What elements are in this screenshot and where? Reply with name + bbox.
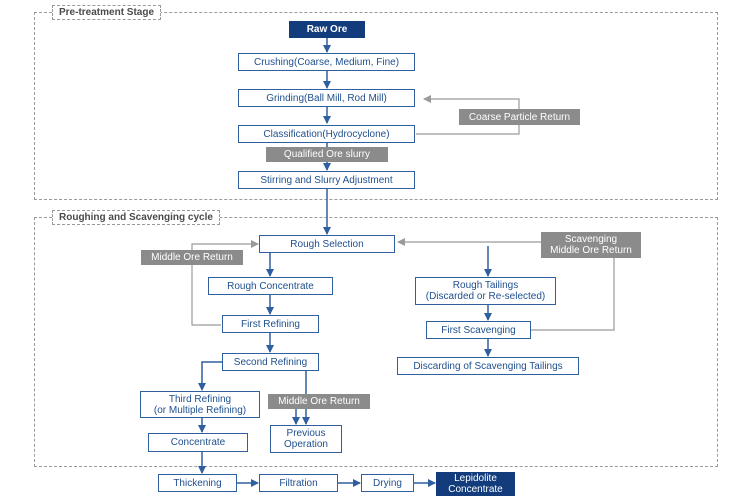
stirring-node: Stirring and Slurry Adjustment xyxy=(238,171,415,189)
drying-node: Drying xyxy=(361,474,414,492)
grinding-node: Grinding(Ball Mill, Rod Mill) xyxy=(238,89,415,107)
pretreatment-stage xyxy=(34,12,718,200)
previous-operation-node: Previous Operation xyxy=(270,425,342,453)
raw-ore-node: Raw Ore xyxy=(289,21,365,38)
filtration-node: Filtration xyxy=(259,474,338,492)
crushing-node: Crushing(Coarse, Medium, Fine) xyxy=(238,53,415,71)
scavenging-middle-ore-return-tag: Scavenging Middle Ore Return xyxy=(541,232,641,258)
classification-node: Classification(Hydrocyclone) xyxy=(238,125,415,143)
first-refining-node: First Refining xyxy=(222,315,319,333)
roughing-stage-label: Roughing and Scavenging cycle xyxy=(52,210,220,225)
rough-tailings-node: Rough Tailings (Discarded or Re-selected… xyxy=(415,277,556,305)
edge-second-third xyxy=(198,361,222,391)
second-refining-node: Second Refining xyxy=(222,353,319,371)
edge-scavenging-return xyxy=(397,238,615,331)
pretreatment-stage-label: Pre-treatment Stage xyxy=(52,5,162,20)
first-scavenging-node: First Scavenging xyxy=(426,321,531,339)
discarding-scavenging-tailings-node: Discarding of Scavenging Tailings xyxy=(397,357,579,375)
thickening-node: Thickening xyxy=(158,474,237,492)
middle-ore-return-left-tag: Middle Ore Return xyxy=(141,250,243,265)
third-refining-node: Third Refining (or Multiple Refining) xyxy=(140,391,260,418)
rough-concentrate-node: Rough Concentrate xyxy=(208,277,333,295)
qualified-ore-slurry-tag: Qualified Ore slurry xyxy=(266,147,388,162)
lepidolite-concentrate-node: Lepidolite Concentrate xyxy=(436,472,515,496)
middle-ore-return-bottom-tag: Middle Ore Return xyxy=(268,394,370,409)
roughing-stage xyxy=(34,217,718,467)
edge-middle-ore-return-left xyxy=(191,240,259,326)
coarse-particle-return-tag: Coarse Particle Return xyxy=(459,109,580,125)
concentrate-node: Concentrate xyxy=(148,433,248,452)
rough-selection-node: Rough Selection xyxy=(259,235,395,253)
